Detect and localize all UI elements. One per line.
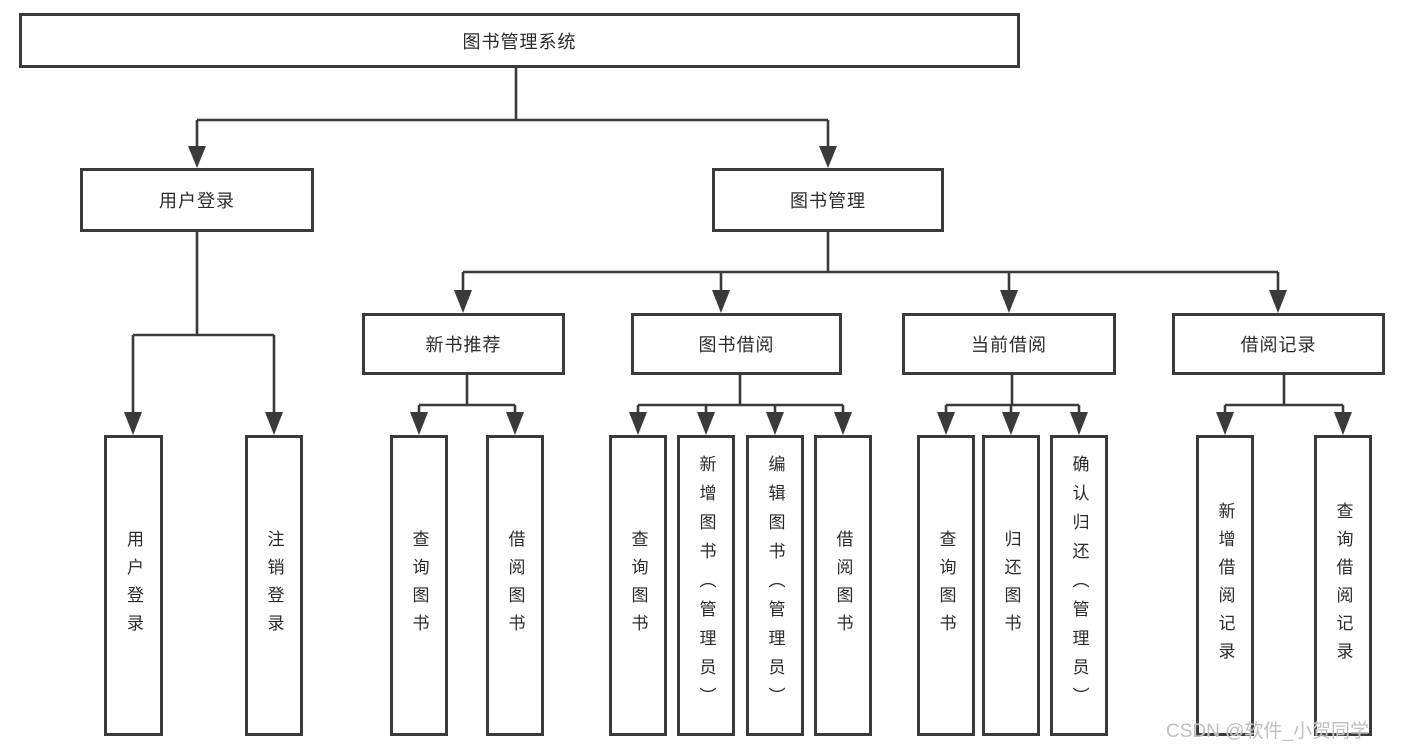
- arrow-down-icon: [697, 412, 715, 435]
- node-book-management-label: 图书管理: [790, 191, 866, 211]
- arrow-down-icon: [1000, 290, 1018, 313]
- leaf-query-books-recommend-label: 查询图书: [409, 529, 429, 642]
- connector-user-login-to-leaves: [124, 232, 283, 435]
- connector-root-to-level2: [188, 67, 837, 168]
- arrow-down-icon: [506, 412, 524, 435]
- node-user-login: 用户登录: [80, 168, 314, 232]
- arrow-down-icon: [1334, 412, 1352, 435]
- arrow-down-icon: [265, 412, 283, 435]
- arrow-down-icon: [766, 412, 784, 435]
- leaf-confirm-return-admin: 确认归还（管理员）: [1050, 435, 1108, 736]
- node-new-book-recommend: 新书推荐: [362, 313, 565, 375]
- arrow-down-icon: [1216, 412, 1234, 435]
- arrow-down-icon: [410, 412, 428, 435]
- leaf-borrow-books-borrowing: 借阅图书: [814, 435, 872, 736]
- leaf-borrow-books-recommend: 借阅图书: [486, 435, 544, 736]
- leaf-logout: 注销登录: [245, 435, 303, 736]
- node-book-borrowing: 图书借阅: [631, 313, 842, 375]
- node-root-label: 图书管理系统: [462, 31, 577, 52]
- arrow-down-icon: [629, 412, 647, 435]
- leaf-query-borrow-record-label: 查询借阅记录: [1333, 501, 1353, 670]
- node-borrowing-records-label: 借阅记录: [1240, 335, 1317, 355]
- connector-book-borrowing-to-leaves: [629, 375, 852, 435]
- arrow-down-icon: [454, 290, 472, 313]
- leaf-add-borrow-record-label: 新增借阅记录: [1215, 501, 1235, 670]
- node-user-login-label: 用户登录: [159, 191, 235, 211]
- leaf-return-books-label: 归还图书: [1001, 529, 1021, 642]
- node-book-borrowing-label: 图书借阅: [698, 335, 775, 355]
- leaf-add-book-admin-label: 新增图书（管理员）: [696, 455, 716, 716]
- watermark-text: CSDN @软件_小贺同学: [1166, 721, 1369, 742]
- arrow-down-icon: [124, 412, 142, 435]
- leaf-query-books-borrowing: 查询图书: [609, 435, 667, 736]
- leaf-edit-book-admin: 编辑图书（管理员）: [746, 435, 804, 736]
- node-borrowing-records: 借阅记录: [1172, 313, 1385, 375]
- arrow-down-icon: [834, 412, 852, 435]
- arrow-down-icon: [1002, 412, 1020, 435]
- leaf-query-books-current: 查询图书: [917, 435, 975, 736]
- leaf-add-borrow-record: 新增借阅记录: [1196, 435, 1254, 736]
- leaf-return-books: 归还图书: [982, 435, 1040, 736]
- leaf-logout-label: 注销登录: [264, 529, 284, 642]
- leaf-user-login: 用户登录: [104, 435, 163, 736]
- leaf-borrow-books-recommend-label: 借阅图书: [505, 529, 525, 642]
- leaf-add-book-admin: 新增图书（管理员）: [677, 435, 735, 736]
- node-new-book-recommend-label: 新书推荐: [425, 335, 502, 355]
- arrow-down-icon: [937, 412, 955, 435]
- leaf-query-borrow-record: 查询借阅记录: [1314, 435, 1372, 736]
- leaf-query-books-borrowing-label: 查询图书: [628, 529, 648, 642]
- connector-book-management-to-level3: [454, 232, 1287, 313]
- leaf-edit-book-admin-label: 编辑图书（管理员）: [765, 455, 785, 716]
- node-book-management: 图书管理: [712, 168, 944, 232]
- connector-current-borrowing-to-leaves: [937, 375, 1088, 435]
- arrow-down-icon: [1269, 290, 1287, 313]
- leaf-query-books-recommend: 查询图书: [390, 435, 448, 736]
- arrow-down-icon: [712, 290, 730, 313]
- leaf-user-login-label: 用户登录: [124, 529, 143, 642]
- node-current-borrowing-label: 当前借阅: [971, 335, 1047, 355]
- arrow-down-icon: [819, 146, 837, 168]
- connector-borrowing-records-to-leaves: [1216, 375, 1352, 435]
- leaf-borrow-books-borrowing-label: 借阅图书: [833, 529, 853, 642]
- node-root: 图书管理系统: [19, 13, 1020, 68]
- arrow-down-icon: [1070, 412, 1088, 435]
- leaf-confirm-return-admin-label: 确认归还（管理员）: [1069, 455, 1089, 716]
- leaf-query-books-current-label: 查询图书: [936, 529, 956, 642]
- arrow-down-icon: [188, 146, 206, 168]
- node-current-borrowing: 当前借阅: [902, 313, 1116, 375]
- connector-new-book-recommend-to-leaves: [410, 375, 524, 435]
